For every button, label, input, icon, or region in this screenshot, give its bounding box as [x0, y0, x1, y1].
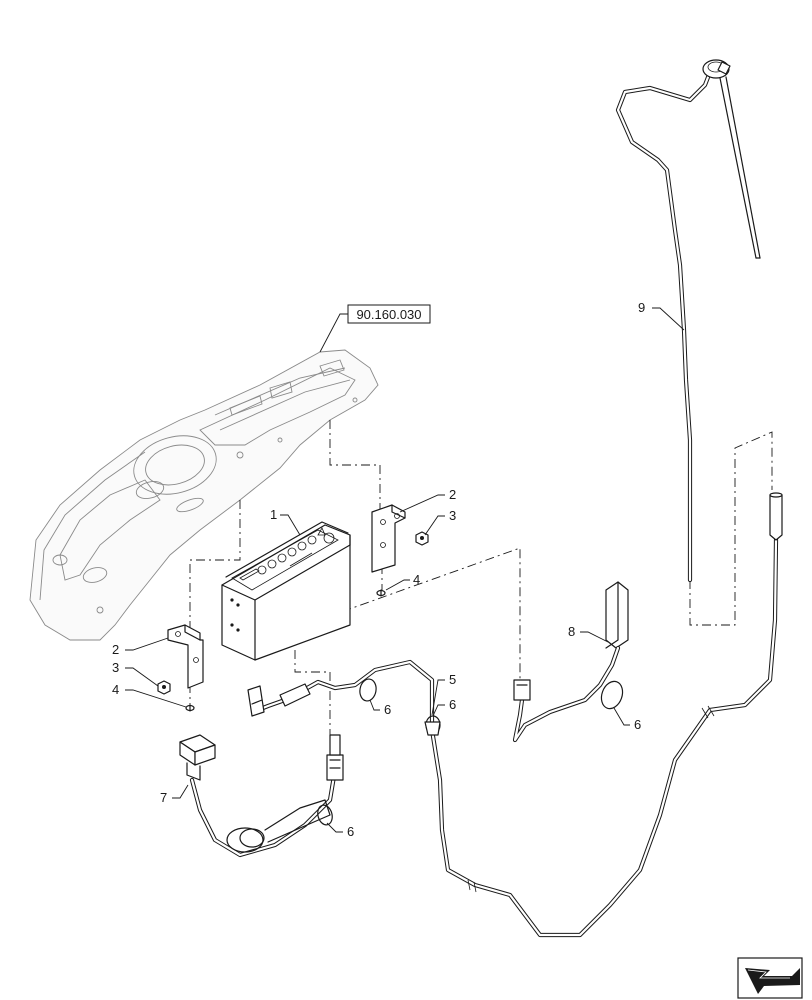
part-3-nut-right[interactable] [415, 531, 429, 546]
next-page-arrow-icon[interactable] [737, 957, 803, 999]
callout-4-right: 4 [413, 572, 420, 587]
callout-6-a: 6 [384, 702, 391, 717]
part-9-whip-antenna[interactable] [615, 59, 761, 583]
callout-3-left: 3 [112, 660, 119, 675]
callout-2-left: 2 [112, 642, 119, 657]
callout-6-b: 6 [449, 697, 456, 712]
callout-5: 5 [449, 672, 456, 687]
part-4-screw-left[interactable] [185, 704, 195, 712]
callout-6-c: 6 [347, 824, 354, 839]
console-housing [29, 349, 379, 641]
callout-4-left: 4 [112, 682, 119, 697]
part-6-cable-ties[interactable] [316, 678, 441, 827]
reference-label: 90.160.030 [356, 307, 421, 322]
callout-numbers: 1 2 3 4 2 3 4 6 5 6 6 7 8 6 9 [112, 300, 645, 839]
part-4-screw-right[interactable] [376, 589, 386, 597]
callout-9: 9 [638, 300, 645, 315]
part-2-bracket-left[interactable] [167, 624, 204, 689]
callout-1: 1 [270, 507, 277, 522]
callout-3-right: 3 [449, 508, 456, 523]
callout-7: 7 [160, 790, 167, 805]
part-2-bracket-right[interactable] [371, 504, 406, 573]
part-1-battery-unit[interactable] [221, 521, 351, 661]
callout-leaders [125, 307, 685, 833]
callout-6-d: 6 [634, 717, 641, 732]
part-7-usb-socket[interactable] [179, 734, 344, 858]
reference-box[interactable]: 90.160.030 [319, 304, 431, 353]
part-8-antenna-module[interactable] [512, 581, 629, 743]
callout-2-right: 2 [449, 487, 456, 502]
part-3-nut-left[interactable] [157, 680, 171, 695]
callout-8: 8 [568, 624, 575, 639]
part-5-antenna-lead[interactable] [247, 492, 783, 938]
